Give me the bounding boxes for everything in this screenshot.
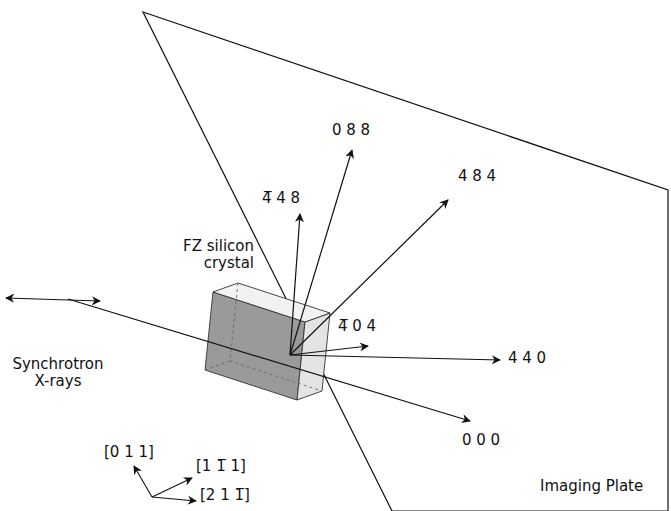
silicon-crystal bbox=[205, 283, 330, 400]
reflection-index: 4 8 4 bbox=[458, 168, 496, 185]
polarization-arrow bbox=[6, 298, 100, 301]
axis-label: [0 1 1] bbox=[104, 444, 154, 461]
axis-label: [1 1̅ 1] bbox=[196, 458, 246, 475]
reflection-index: 0 8 8 bbox=[332, 122, 370, 139]
reflection-index: 4̅ 4 8 bbox=[262, 190, 300, 207]
reflection-index: 4 4 0 bbox=[508, 350, 546, 367]
direct-beam bbox=[68, 299, 470, 421]
plate-label: Imaging Plate bbox=[540, 478, 643, 495]
imaging-plate bbox=[143, 12, 668, 511]
axis-arrows bbox=[134, 466, 196, 501]
reflection-index: 4̅ 0 4 bbox=[338, 318, 376, 335]
axis-label: [2 1 1̅] bbox=[200, 487, 250, 504]
reflection-m404 bbox=[290, 346, 368, 355]
crystal-label: FZ silicon crystal bbox=[154, 238, 254, 273]
source-label: Synchrotron X-rays bbox=[3, 356, 113, 391]
reflection-index: 0 0 0 bbox=[462, 432, 500, 449]
reflection-440 bbox=[290, 355, 500, 360]
reflection-484 bbox=[290, 200, 448, 355]
reflection-m448 bbox=[290, 214, 300, 355]
